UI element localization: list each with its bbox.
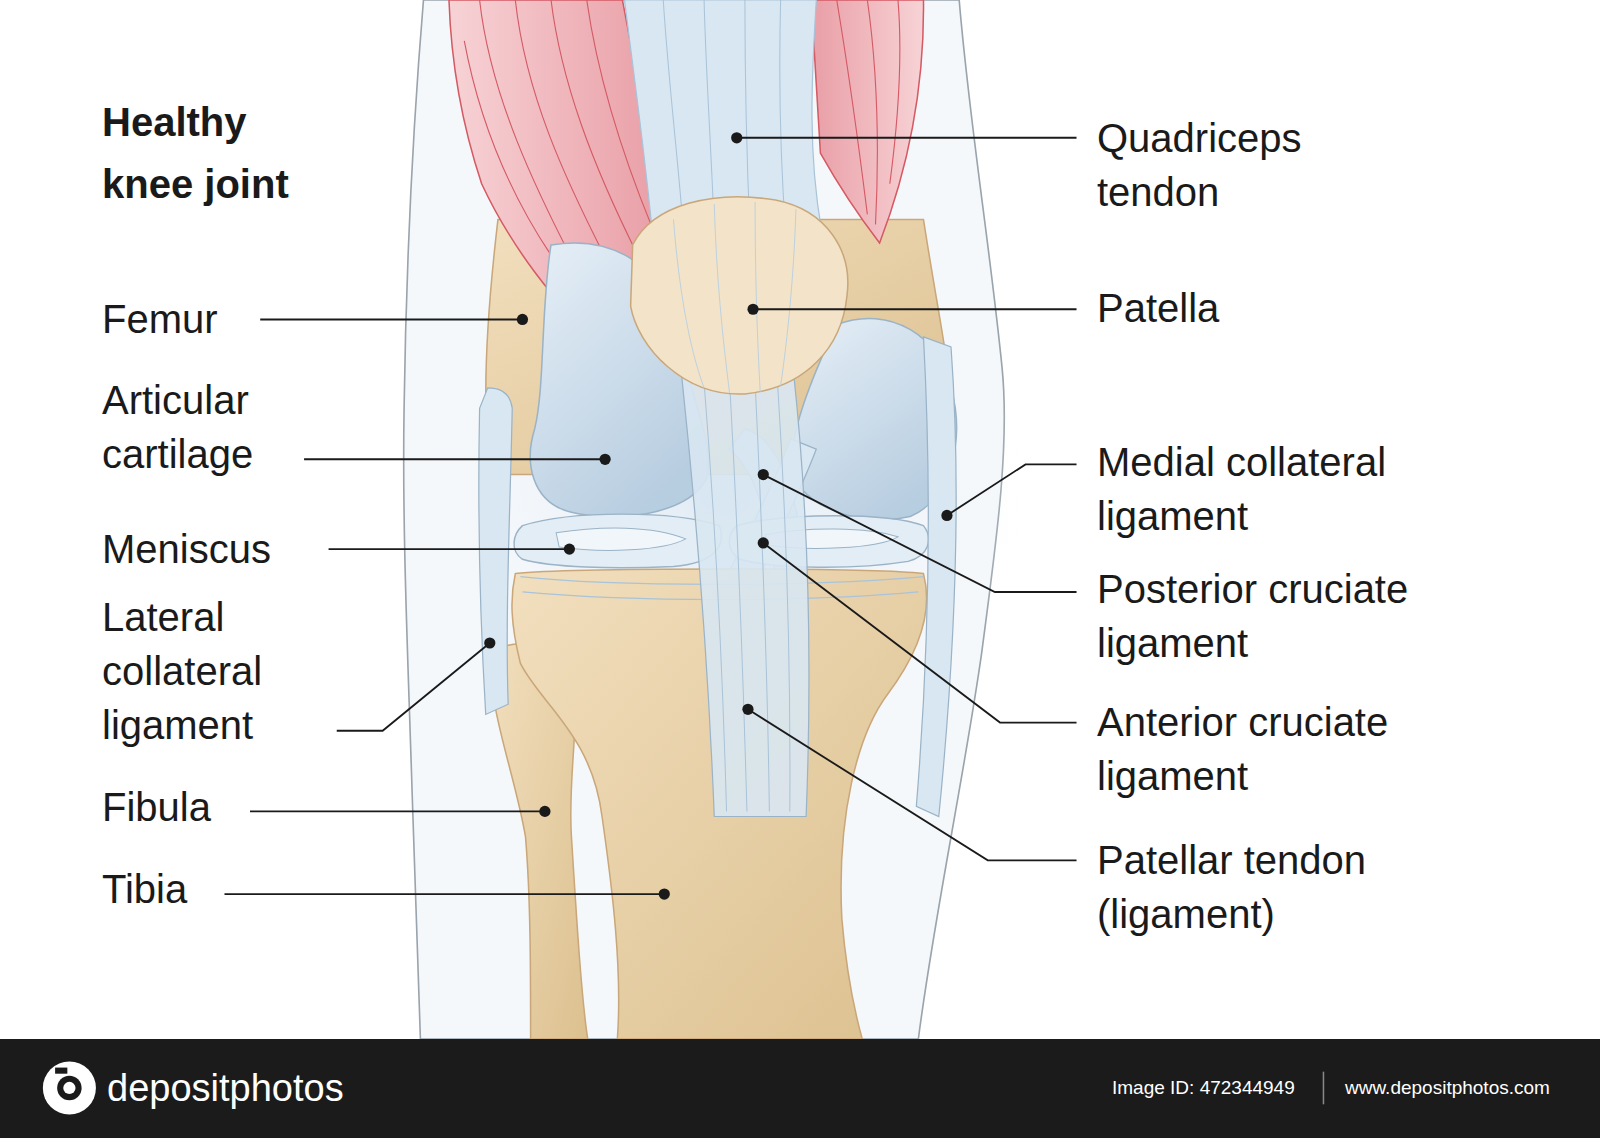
tendon-fibers: [704, 383, 790, 812]
leader-lines: [337, 643, 490, 731]
website-text: www.depositphotos.com: [1345, 1076, 1585, 1100]
logo-icon: [55, 1068, 67, 1074]
muscle-fibers: [515, 0, 617, 281]
lateral-collateral-ligament: [479, 388, 512, 715]
tendon-fibers: [778, 383, 790, 812]
meniscus: [556, 528, 686, 550]
part-label: Patellar tendon (ligament): [1097, 833, 1477, 941]
leader-dots: [539, 806, 550, 817]
tendon-fibers: [673, 219, 704, 387]
leader-lines: [304, 458, 605, 460]
part-label: Femur: [102, 292, 352, 346]
part-label: Lateral collateral ligament: [102, 590, 327, 752]
leader-lines: [224, 893, 664, 895]
patella-bone: [631, 197, 848, 394]
part-label: Anterior cruciate ligament: [1097, 695, 1517, 803]
leader-lines: [329, 548, 570, 550]
part-label: Posterior cruciate ligament: [1097, 562, 1517, 670]
leader-lines: [753, 308, 1076, 310]
leader-dots: [941, 510, 952, 521]
patellar-tendon: [682, 376, 809, 817]
part-label: Fibula: [102, 780, 352, 834]
tendon-fibers: [714, 204, 729, 393]
leader-lines: [763, 475, 1076, 592]
leader-lines: [763, 543, 1076, 723]
tendon-fibers: [755, 202, 760, 392]
leader-dots: [742, 704, 753, 715]
leader-dots: [758, 537, 769, 548]
leader-lines: [947, 464, 1077, 515]
muscle-fibers: [464, 41, 551, 255]
leader-lines: [224, 138, 1076, 894]
tendon-fibers: [704, 383, 726, 812]
muscle-fibers: [837, 0, 868, 214]
leader-dots: [484, 132, 952, 900]
quadriceps-muscle: [811, 0, 923, 243]
part-label: Meniscus: [102, 522, 352, 576]
image-id: Image ID: 472344949: [1112, 1076, 1312, 1100]
tendon-fibers: [781, 209, 796, 386]
leader-dots: [659, 888, 670, 899]
part-label: Articular cartilage: [102, 373, 327, 481]
part-label: Medial collateral ligament: [1097, 435, 1517, 543]
footer-bar: [0, 1039, 1600, 1138]
tendon-fibers: [673, 202, 795, 393]
leader-dots: [758, 469, 769, 480]
leader-lines: [250, 810, 545, 812]
muscle-fibers: [867, 0, 877, 225]
logo-icon: [57, 1076, 81, 1100]
part-label: Patella: [1097, 281, 1397, 335]
tendon-fibers: [780, 0, 786, 233]
logo-icon: [63, 1082, 75, 1094]
leader-dots: [599, 454, 610, 465]
leader-dots: [747, 304, 758, 315]
leader-dots: [484, 637, 495, 648]
tendon-fibers: [730, 383, 747, 812]
part-label: Tibia: [102, 862, 352, 916]
leader-dots: [517, 314, 528, 325]
leader-dots: [731, 132, 742, 143]
muscle-fibers: [890, 0, 900, 184]
meniscus: [514, 514, 721, 568]
diagram-title: Healthy knee joint: [102, 91, 332, 215]
part-label: Quadriceps tendon: [1097, 111, 1397, 219]
watermark-logo-text: depositphotos: [107, 1066, 437, 1110]
logo-icon: [43, 1061, 96, 1114]
tendon-fibers: [663, 0, 683, 235]
leader-lines: [737, 137, 1077, 139]
leader-lines: [748, 709, 1077, 860]
leader-dots: [564, 543, 575, 554]
logo-icon: [43, 1061, 96, 1114]
medial-collateral-ligament: [916, 337, 956, 817]
tendon-fibers: [755, 383, 769, 812]
muscle-fibers: [551, 0, 638, 255]
footer-divider: [1323, 1072, 1325, 1105]
leader-lines: [260, 319, 522, 321]
